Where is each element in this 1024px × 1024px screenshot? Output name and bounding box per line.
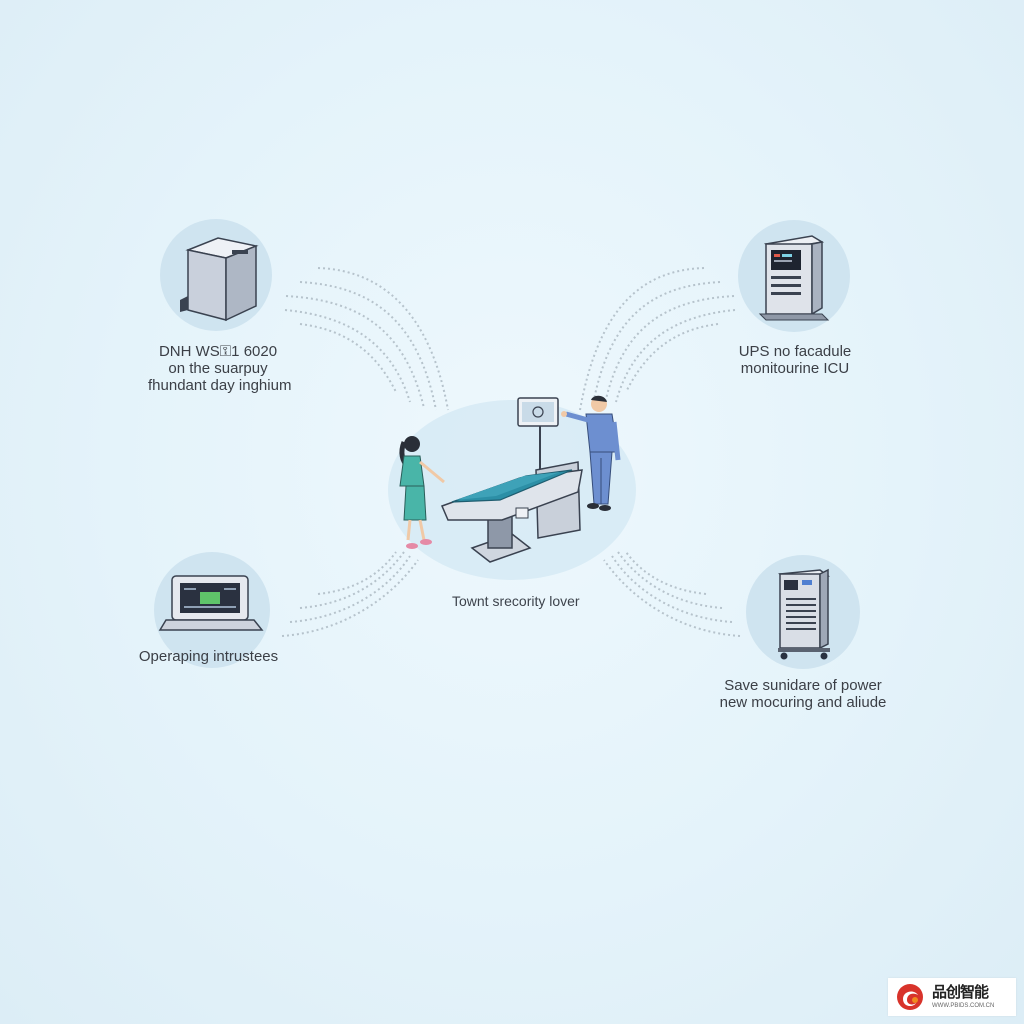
connector-top-left: [284, 267, 449, 411]
node-caption-bottom-left: Operaping intrustees: [136, 648, 281, 665]
server-box-icon: [180, 237, 259, 322]
brand-name: 品创智能: [932, 984, 989, 1001]
power-rack-icon: [778, 568, 830, 660]
caption-line: on the suarpuy: [168, 360, 268, 377]
laptop-monitor-icon: [158, 575, 264, 631]
node-caption-bottom-right: Save sunidare of power new mocuring and …: [718, 677, 888, 711]
caption-line: fhundant day inghium: [148, 377, 292, 394]
caption-line: monitourine ICU: [740, 360, 850, 377]
brand-url: WWW.PBIDS.COM.CN: [932, 1003, 995, 1009]
connector-bottom-right: [603, 551, 741, 637]
ups-cabinet-icon: [758, 235, 830, 321]
brand-swirl-icon: [897, 984, 923, 1010]
caption-line: Operaping intrustees: [138, 648, 279, 665]
connector-bottom-left: [281, 551, 419, 637]
caption-line: DNH WS⚿1 6020: [158, 343, 278, 360]
brand-logo: 品创智能 WWW.PBIDS.COM.CN: [888, 978, 1016, 1016]
node-caption-top-right: UPS no facadule monitourine ICU: [735, 343, 855, 377]
caption-line: new mocuring and aliude: [719, 694, 887, 711]
caption-line: UPS no facadule: [738, 343, 852, 360]
connector-top-right: [579, 267, 736, 411]
center-caption: Townt srecority lover: [452, 593, 580, 609]
operating-table-scene-icon: [399, 395, 621, 563]
node-caption-top-left: DNH WS⚿1 6020 on the suarpuy fhundant da…: [148, 343, 292, 394]
caption-line: Save sunidare of power: [724, 677, 882, 694]
